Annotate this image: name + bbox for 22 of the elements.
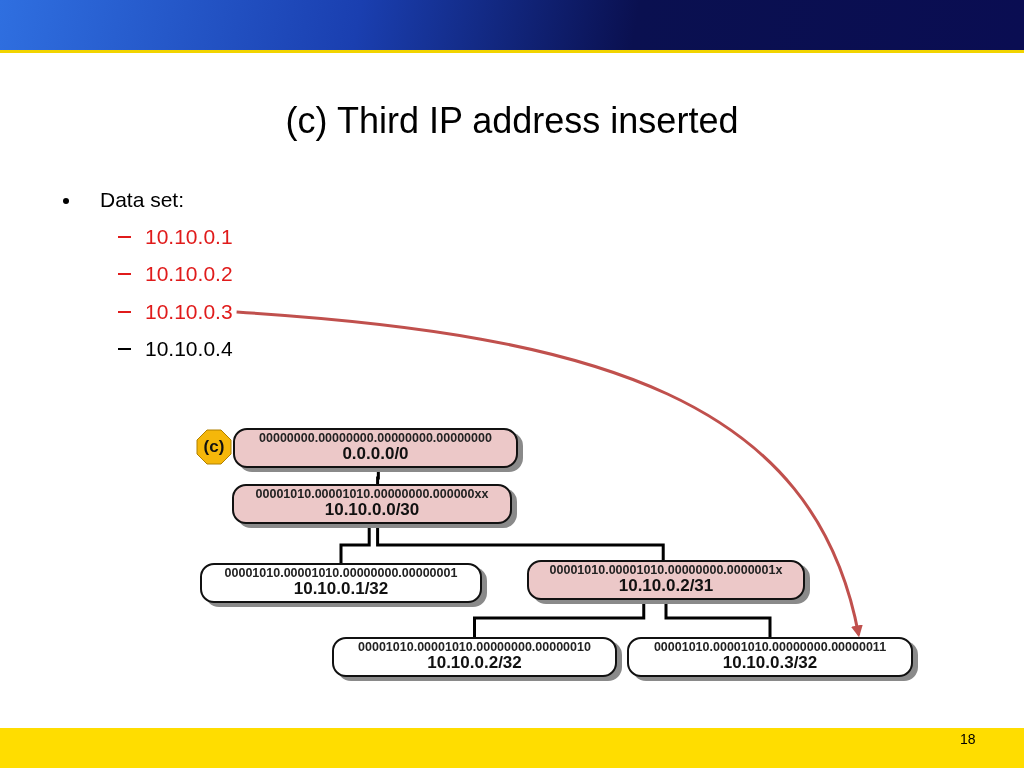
prefix-label: 0.0.0.0/0 (342, 445, 409, 464)
list-item: 10.10.0.4 (145, 337, 233, 362)
prefix-label: 10.10.0.3/32 (722, 654, 818, 673)
slide-title: (c) Third IP address inserted (284, 100, 740, 142)
binary-address: 00000000.00000000.00000000.00000000 (259, 432, 492, 446)
list-item: 10.10.0.3 (145, 300, 233, 325)
prefix-label: 10.10.0.2/31 (618, 577, 714, 596)
arrow (236, 310, 863, 638)
list-item: 10.10.0.1 (145, 225, 233, 250)
badge-label: (c) (203, 437, 225, 457)
prefix-label: 10.10.0.2/32 (427, 654, 522, 673)
octagon-badge (196, 429, 232, 465)
prefix-label: 10.10.0.0/30 (324, 501, 420, 520)
binary-address: 00001010.00001010.00000000.0000001x (549, 564, 783, 578)
binary-address: 00001010.00001010.00000000.00000011 (653, 641, 887, 655)
binary-address: 00001010.00001010.00000000.000000xx (255, 488, 489, 502)
binary-address: 00001010.00001010.00000000.00000010 (358, 641, 591, 655)
list-item: 10.10.0.2 (145, 262, 233, 287)
prefix-label: 10.10.0.1/32 (293, 580, 389, 599)
page-number: 18 (960, 731, 976, 748)
list-item: Data set: (100, 188, 185, 213)
binary-address: 00001010.00001010.00000000.00000001 (224, 567, 458, 581)
